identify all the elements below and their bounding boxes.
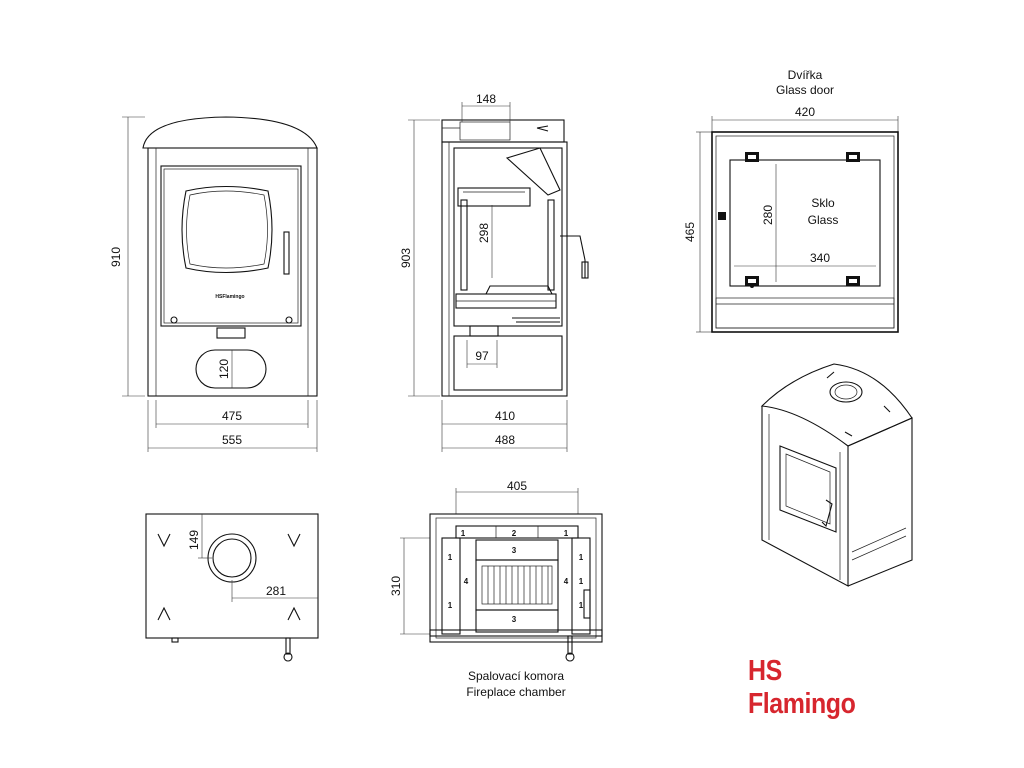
side-inner-depth-label: 410 xyxy=(495,409,515,423)
top-flue-outer xyxy=(207,533,257,583)
door-height-label: 465 xyxy=(683,222,697,242)
chamber-part-10: 1 xyxy=(579,601,584,610)
side-view: 298 903 148 97 410 488 xyxy=(399,92,589,452)
chamber-part-11: 3 xyxy=(512,615,517,624)
top-view: 149 281 xyxy=(145,513,319,662)
front-plate-text: HSFlamingo xyxy=(215,294,244,300)
chamber-view: 405 310 1 2 1 3 1 4 1 1 4 1 3 1 Spalovac… xyxy=(389,479,603,699)
side-pipe-width-label: 97 xyxy=(475,349,489,363)
iso-top xyxy=(760,363,913,447)
front-view: HSFlamingo 910 120 475 555 xyxy=(109,116,318,452)
top-flue-inner xyxy=(212,538,252,578)
chamber-title-en: Fireplace chamber xyxy=(466,685,565,699)
chamber-part-5: 1 xyxy=(448,553,453,562)
side-inner-height-label: 298 xyxy=(477,223,491,243)
top-offset-x-label: 281 xyxy=(266,584,286,598)
door-glass xyxy=(729,159,881,287)
side-handle xyxy=(560,235,586,278)
door-width-label: 420 xyxy=(795,105,815,119)
front-body xyxy=(147,147,318,397)
chamber-title-cz: Spalovací komora xyxy=(468,669,564,683)
door-title-cz: Dvířka xyxy=(788,68,823,82)
iso-door xyxy=(779,445,837,533)
chamber-height-label: 310 xyxy=(389,576,403,596)
glass-label-cz: Sklo xyxy=(811,196,835,210)
chamber-part-1: 1 xyxy=(461,529,466,538)
door-view: Dvířka Glass door 420 465 280 340 Sklo G… xyxy=(683,68,899,333)
glass-width-label: 340 xyxy=(810,251,830,265)
side-body xyxy=(441,141,568,397)
chamber-part-2: 2 xyxy=(512,529,517,538)
side-baffle xyxy=(505,147,561,196)
chamber-part-6: 4 xyxy=(464,577,469,586)
chamber-part-8: 1 xyxy=(448,601,453,610)
chamber-width-label: 405 xyxy=(507,479,527,493)
front-opening-label: 120 xyxy=(217,359,231,379)
chamber-part-4: 3 xyxy=(512,546,517,555)
top-body xyxy=(145,513,319,639)
front-door-handle xyxy=(283,231,290,275)
chamber-part-9: 4 xyxy=(564,577,569,586)
side-top-width-label: 148 xyxy=(476,92,496,106)
front-inner-width-label: 475 xyxy=(222,409,242,423)
front-door-glass xyxy=(181,185,273,274)
chamber-outer xyxy=(429,513,603,643)
front-door xyxy=(160,165,302,327)
chamber-part-3: 1 xyxy=(564,529,569,538)
glass-label-en: Glass xyxy=(808,213,839,227)
chamber-part-12: 1 xyxy=(579,577,584,586)
front-width-label: 555 xyxy=(222,433,242,447)
side-depth-label: 488 xyxy=(495,433,515,447)
brand-logo: HS Flamingo xyxy=(748,655,856,720)
chamber-part-7: 1 xyxy=(579,553,584,562)
door-title-en: Glass door xyxy=(776,83,834,97)
front-top-arch xyxy=(142,116,318,149)
side-height-label: 903 xyxy=(399,248,413,268)
isometric-view xyxy=(760,363,913,587)
top-offset-y-label: 149 xyxy=(187,530,201,550)
front-height-label: 910 xyxy=(109,247,123,267)
door-frame xyxy=(711,131,899,333)
glass-height-label: 280 xyxy=(761,205,775,225)
front-ash-opening xyxy=(195,349,267,389)
